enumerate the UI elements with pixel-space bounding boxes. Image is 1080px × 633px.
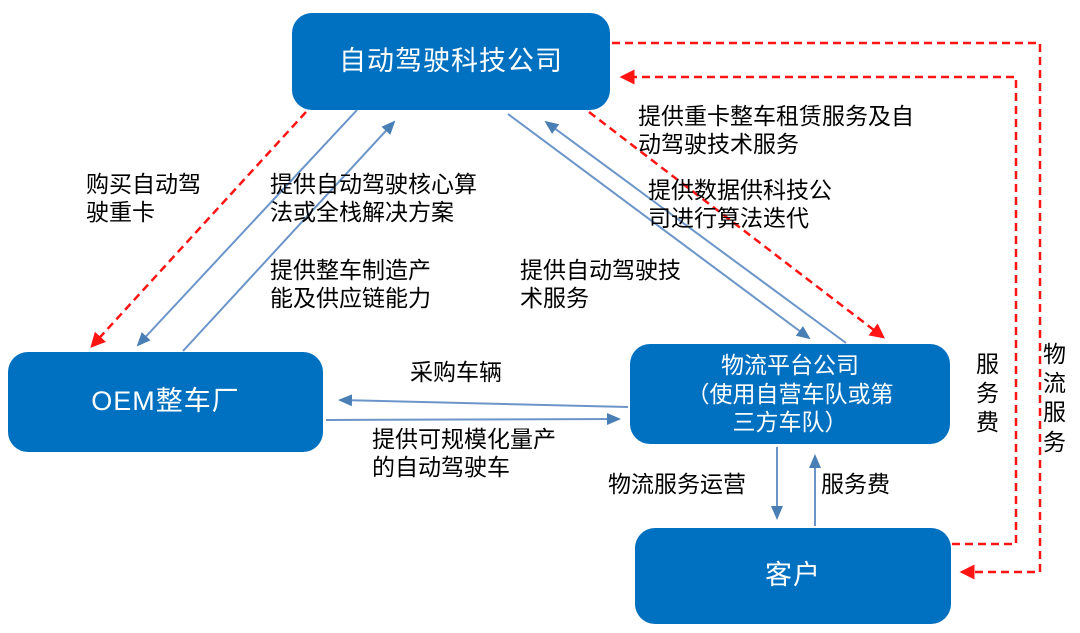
- node-logistics-platform: 物流平台公司 （使用自营车队或第 三方车队）: [630, 344, 950, 444]
- edge-oem-to-tech-manufacturing: [182, 120, 396, 352]
- edge-logistics-to-tech-data: [544, 120, 847, 344]
- label-mass-produced-vehicles: 提供可规模化量产 的自动驾驶车: [372, 426, 556, 481]
- label-purchase-vehicles: 采购车辆: [410, 359, 502, 385]
- label-service-fee-bottom: 服务费: [821, 471, 890, 497]
- node-customer: 客户: [635, 528, 951, 624]
- edge-tech-to-logistics-service: [507, 113, 811, 340]
- label-core-algorithm: 提供自动驾驶核心算 法或全栈解决方案: [270, 171, 477, 226]
- edge-logistics-to-oem-purchase: [338, 394, 629, 408]
- node-oem: OEM整车厂: [8, 352, 323, 452]
- edge-tech-to-customer-logisticsservice: [612, 41, 1042, 580]
- node-tech-company: 自动驾驶科技公司: [292, 13, 610, 110]
- label-manufacturing-capacity: 提供整车制造产 能及供应链能力: [270, 257, 431, 312]
- label-ad-tech-service: 提供自动驾驶技 术服务: [520, 257, 681, 312]
- label-service-fee-right: 服 务 费: [976, 351, 999, 436]
- label-logistics-operation: 物流服务运营: [608, 471, 746, 497]
- edge-tech-to-oem-buytruck: [90, 111, 307, 348]
- label-data-for-iteration: 提供数据供科技公 司进行算法迭代: [648, 177, 832, 232]
- edge-customer-to-tech-servicefee: [619, 69, 1018, 546]
- label-buy-ad-truck: 购买自动驾 驶重卡: [86, 171, 201, 226]
- label-logistics-service-right: 物 流 服 务: [1043, 341, 1066, 455]
- label-truck-rental-service: 提供重卡整车租赁服务及自 动驾驶技术服务: [638, 103, 914, 158]
- edge-tech-to-oem-algorithm: [136, 109, 358, 347]
- edge-tech-to-logistics-rental: [588, 111, 885, 339]
- edge-oem-to-logistics-massproduction: [325, 413, 621, 426]
